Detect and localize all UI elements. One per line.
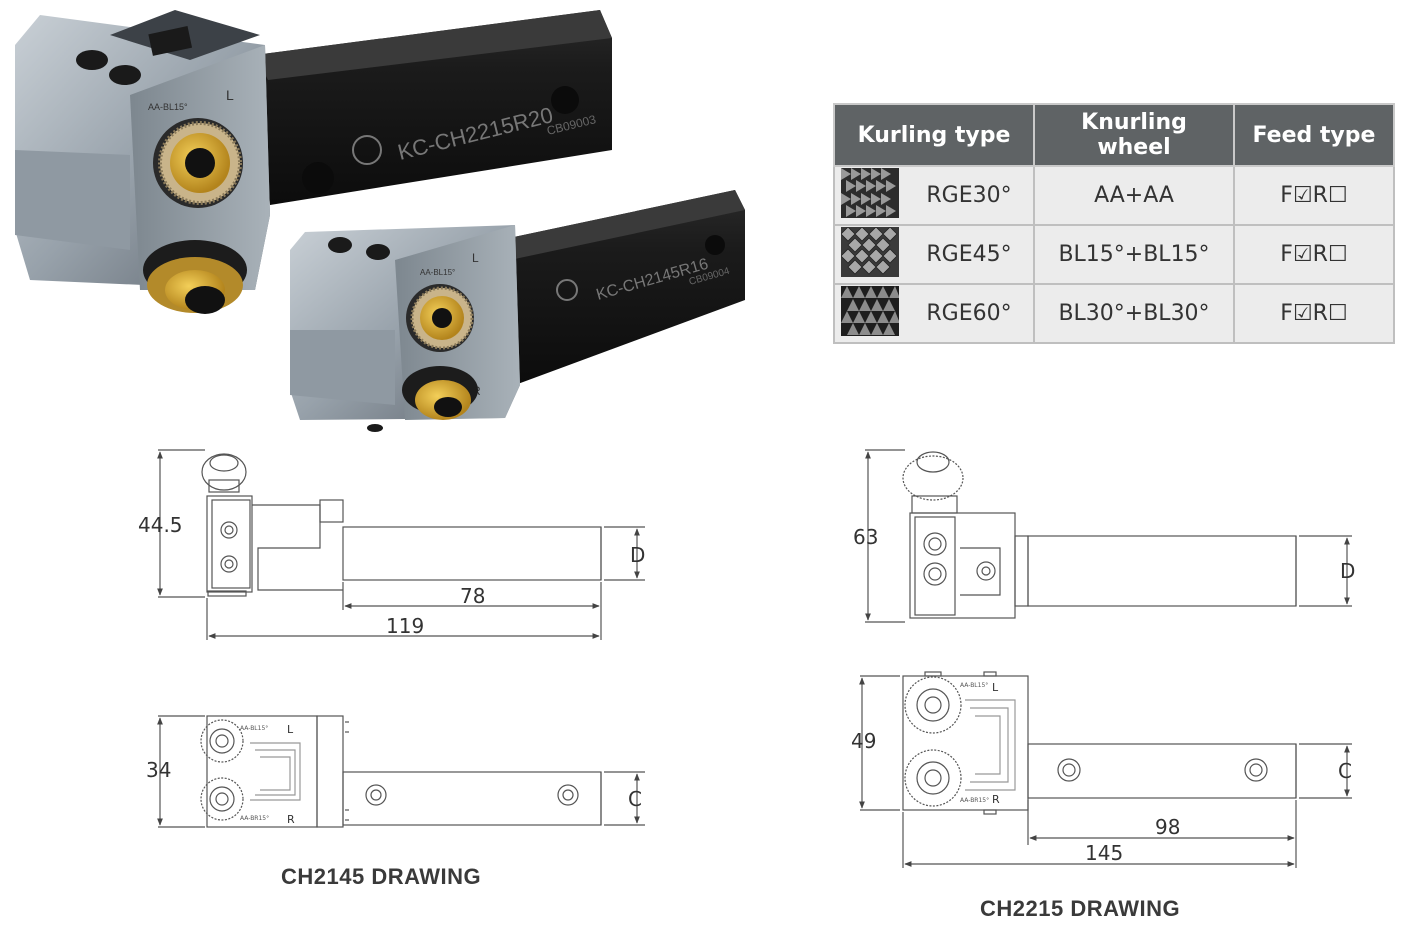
ch2215-bottom-wheel-mark: AA-BR15° (960, 797, 989, 804)
pyramid-knurl-texture-icon (835, 285, 905, 342)
ch2145-top-height-dim: 34 (146, 758, 171, 782)
kurling-type-cell: RGE30° (926, 183, 1012, 208)
ch2215-drawing-caption: CH2215 DRAWING (980, 896, 1181, 921)
large-tool-side-mark: L (226, 87, 234, 103)
feed-type-cell: F☑R☐ (1233, 283, 1395, 344)
ch2215-height-dim: 63 (853, 525, 878, 549)
spec-table: Kurling type Knurling wheel Feed type (833, 103, 1395, 344)
ch2145-shank-c-dim: C (628, 787, 642, 811)
ch2145-bottom-wheel-mark: AA-BR15° (240, 815, 269, 822)
table-row: RGE60° BL30°+BL30° F☑R☐ (833, 283, 1395, 344)
header-feed-type: Feed type (1233, 103, 1395, 167)
ch2215-top-view (859, 671, 1352, 868)
kurling-type-cell: RGE60° (926, 301, 1012, 326)
feed-type-cell: F☑R☐ (1233, 165, 1395, 226)
table-header-row: Kurling type Knurling wheel Feed type (833, 103, 1395, 167)
ch2215-side-view (865, 449, 1352, 623)
table-row: RGE45° BL15°+BL15° F☑R☐ (833, 224, 1395, 285)
ch2215-top-height-dim: 49 (851, 729, 876, 753)
ch2145-shank-d-dim: D (630, 543, 645, 567)
ch2145-top-view (157, 715, 645, 828)
ch2145-top-wheel-mark: AA-BL15° (240, 725, 268, 732)
ch2145-total-length-dim: 119 (386, 614, 424, 638)
small-knurling-tool: KC-CH2145R16 CB09004 AA-BL15° L R (290, 190, 745, 432)
ch2215-shank-length-dim: 98 (1155, 815, 1180, 839)
ch2145-side-view (157, 449, 645, 640)
product-photo: KC-CH2215R20 CB09003 AA-BL15° L KC-CH214… (15, 10, 745, 432)
ch2215-top-wheel-mark: AA-BL15° (960, 682, 988, 689)
ch2215-shank-c-dim: C (1338, 759, 1352, 783)
knurling-wheel-cell: BL15°+BL15° (1033, 224, 1235, 285)
feed-type-cell: F☑R☐ (1233, 224, 1395, 285)
ch2145-drawing-caption: CH2145 DRAWING (281, 864, 482, 889)
header-knurling-wheel: Knurling wheel (1033, 103, 1235, 167)
header-kurling-type: Kurling type (833, 103, 1035, 167)
straight-knurl-texture-icon (835, 167, 905, 224)
diamond-knurl-texture-icon (835, 225, 905, 283)
ch2215-label-r: R (992, 793, 1000, 806)
ch2145-label-r: R (287, 813, 295, 826)
large-tool-wheel-mark: AA-BL15° (148, 102, 188, 112)
knurling-wheel-cell: BL30°+BL30° (1033, 283, 1235, 344)
ch2215-total-length-dim: 145 (1085, 841, 1123, 865)
ch2145-label-l: L (287, 723, 294, 736)
kurling-type-cell: RGE45° (926, 242, 1012, 267)
knurling-wheel-cell: AA+AA (1033, 165, 1235, 226)
table-row: RGE30° AA+AA F☑R☐ (833, 165, 1395, 226)
small-tool-wheel-mark: AA-BL15° (420, 268, 455, 277)
ch2215-label-l: L (992, 681, 999, 694)
small-tool-side-mark-l: L (472, 251, 479, 265)
ch2215-shank-d-dim: D (1340, 559, 1355, 583)
ch2145-shank-length-dim: 78 (460, 584, 485, 608)
large-knurling-tool: KC-CH2215R20 CB09003 AA-BL15° L (15, 10, 612, 314)
ch2145-height-dim: 44.5 (138, 513, 183, 537)
